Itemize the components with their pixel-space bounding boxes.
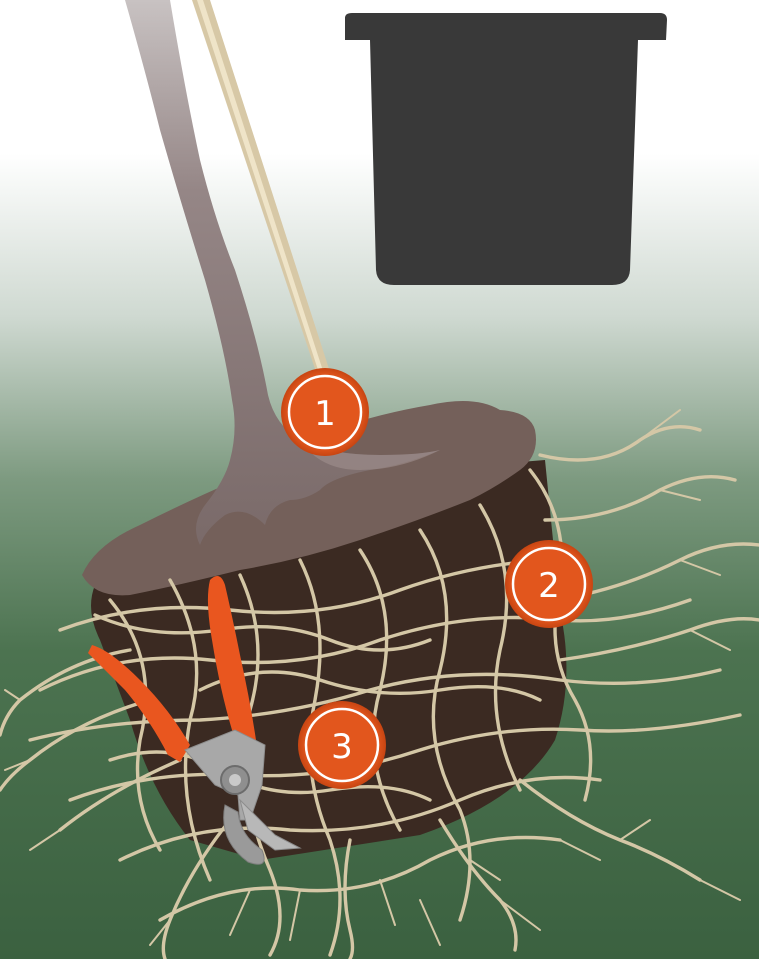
pot-icon bbox=[345, 13, 667, 285]
callout-1: 1 bbox=[281, 368, 369, 456]
callout-2-number: 2 bbox=[538, 566, 560, 606]
callout-2: 2 bbox=[505, 540, 593, 628]
callout-3-number: 3 bbox=[331, 727, 353, 767]
callout-1-number: 1 bbox=[314, 394, 336, 434]
callout-3: 3 bbox=[298, 701, 386, 789]
